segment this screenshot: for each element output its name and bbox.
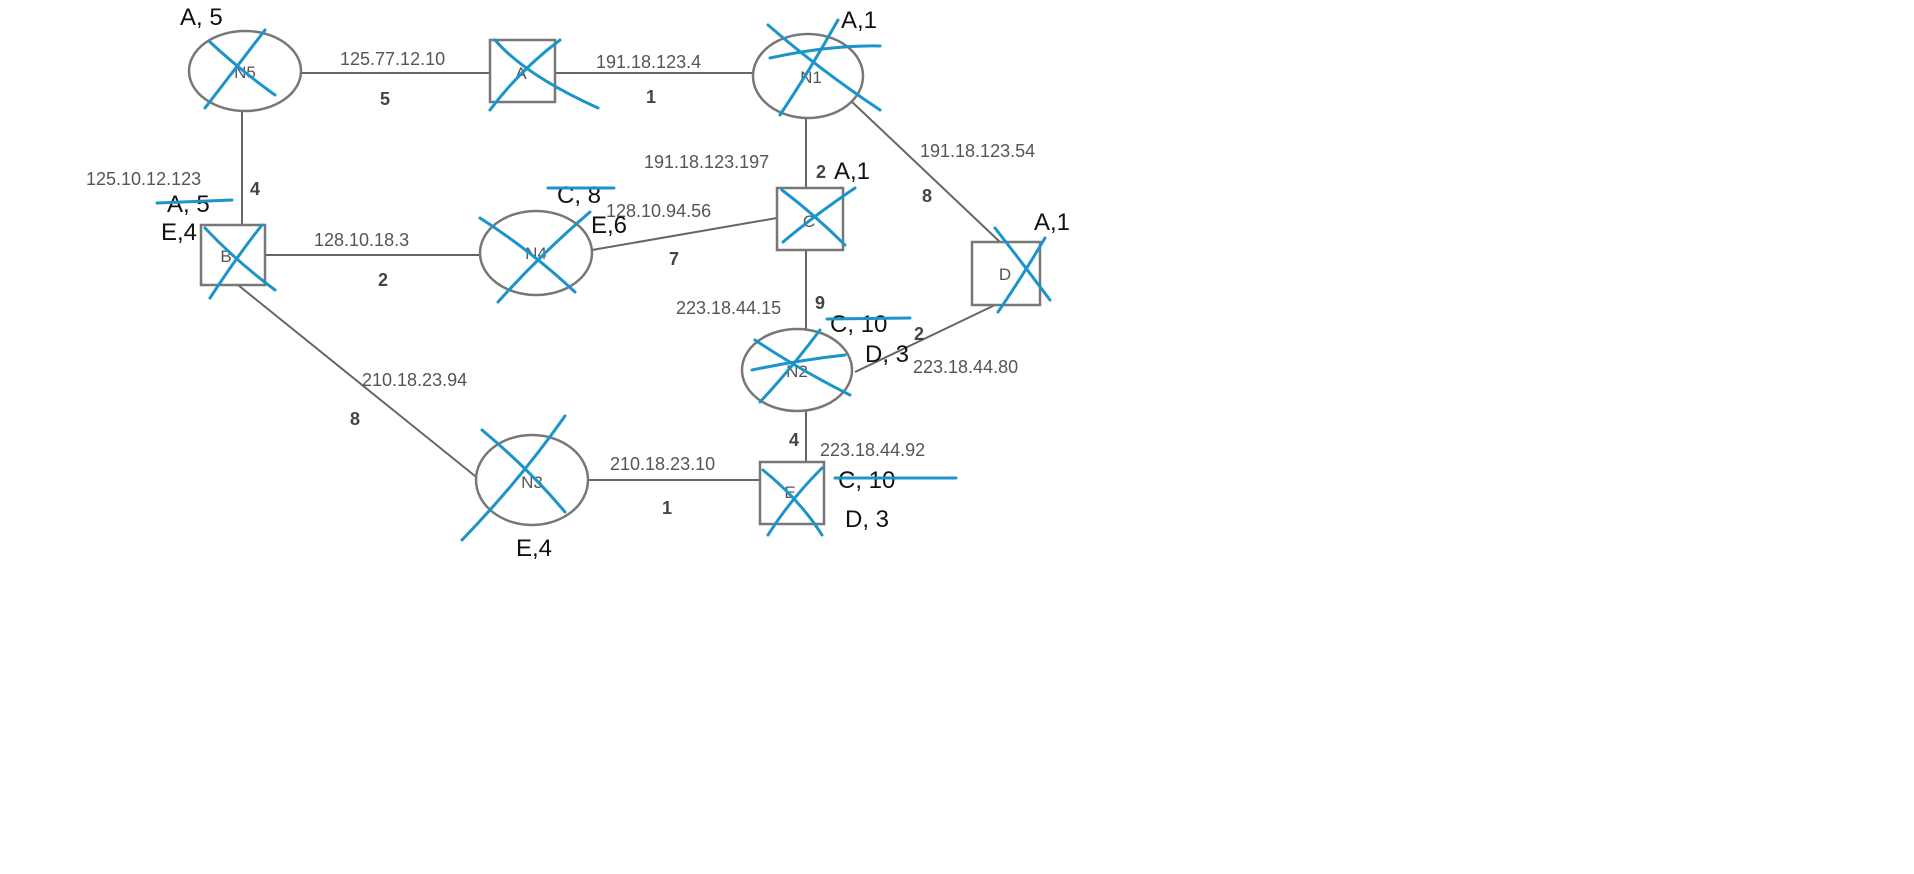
- annotation-e-d3: D, 3: [845, 506, 889, 533]
- cost-label-n2-d: 2: [914, 324, 924, 344]
- node-e-shape: [758, 460, 826, 526]
- cost-label-c-n2: 9: [815, 293, 825, 313]
- annotation-c-a1: A,1: [834, 158, 870, 185]
- node-n3-label: N3: [521, 473, 543, 492]
- n5-cross-mark: [203, 28, 277, 110]
- n4-cross-mark: [478, 210, 592, 304]
- cost-label-n4-c: 7: [669, 249, 679, 269]
- cost-label-n2-e: 4: [789, 430, 799, 450]
- e-cross-mark: [761, 466, 824, 537]
- annotation-d-a1: A,1: [1034, 209, 1070, 236]
- annotation-b-a5-struck: A, 5: [167, 191, 210, 218]
- cost-label-b-n3: 8: [350, 409, 360, 429]
- ip-label-b-n4: 128.10.18.3: [314, 230, 409, 250]
- node-b-label: B: [220, 247, 231, 266]
- n2-cross-mark: [750, 328, 852, 404]
- annotation-n2-d3: D, 3: [865, 341, 909, 368]
- cost-label-b-n4: 2: [378, 270, 388, 290]
- annotation-n4-c8-struck: C, 8: [557, 182, 601, 209]
- edge-n1-d: [849, 99, 1001, 243]
- ip-label-n4-c: 128.10.94.56: [606, 201, 711, 221]
- annotation-b-a5-strike: [155, 198, 234, 205]
- edge-b-n3: [237, 284, 481, 481]
- c-cross-mark: [780, 186, 857, 247]
- ip-label-n5-a: 125.77.12.10: [340, 49, 445, 69]
- ip-label-n1-d: 191.18.123.54: [920, 141, 1035, 161]
- edge-n2-d: [854, 304, 996, 373]
- ip-label-b-n3: 210.18.23.94: [362, 370, 467, 390]
- cost-label-a-n1: 1: [646, 87, 656, 107]
- node-n3-shape: [474, 433, 590, 527]
- cost-label-n5-b: 4: [250, 179, 260, 199]
- node-d-label: D: [999, 265, 1011, 284]
- b-cross-mark: [203, 223, 277, 300]
- cost-label-n3-e: 1: [662, 498, 672, 518]
- edge-n4-c: [591, 217, 778, 251]
- annotation-e-c10-struck: C, 10: [838, 467, 895, 494]
- d-cross-mark: [993, 226, 1052, 314]
- annotation-n3-e4: E,4: [516, 535, 552, 562]
- n1-cross-mark: [766, 18, 882, 117]
- n3-cross-mark: [460, 414, 567, 542]
- annotation-n1-a1: A,1: [841, 7, 877, 34]
- annotation-n2-c10-struck: C, 10: [830, 311, 887, 338]
- ip-label-a-n1: 191.18.123.4: [596, 52, 701, 72]
- ip-label-n1-c: 191.18.123.197: [644, 152, 769, 172]
- cost-label-n5-a: 5: [380, 89, 390, 109]
- a-cross-mark: [488, 38, 600, 112]
- ip-label-n5-b: 125.10.12.123: [86, 169, 201, 189]
- ip-label-n2-d: 223.18.44.80: [913, 357, 1018, 377]
- node-n4-shape: [478, 209, 594, 297]
- ip-label-c-n2: 223.18.44.15: [676, 298, 781, 318]
- annotation-n4-e6: E,6: [591, 212, 627, 239]
- cost-label-n1-d: 8: [922, 186, 932, 206]
- annotation-n5-a5: A, 5: [180, 4, 223, 31]
- annotation-n2-c10-strike: [825, 316, 912, 321]
- annotation-b-e4: E,4: [161, 219, 197, 246]
- cost-label-n1-c: 2: [816, 162, 826, 182]
- ip-label-n3-e: 210.18.23.10: [610, 454, 715, 474]
- ip-label-n2-e: 223.18.44.92: [820, 440, 925, 460]
